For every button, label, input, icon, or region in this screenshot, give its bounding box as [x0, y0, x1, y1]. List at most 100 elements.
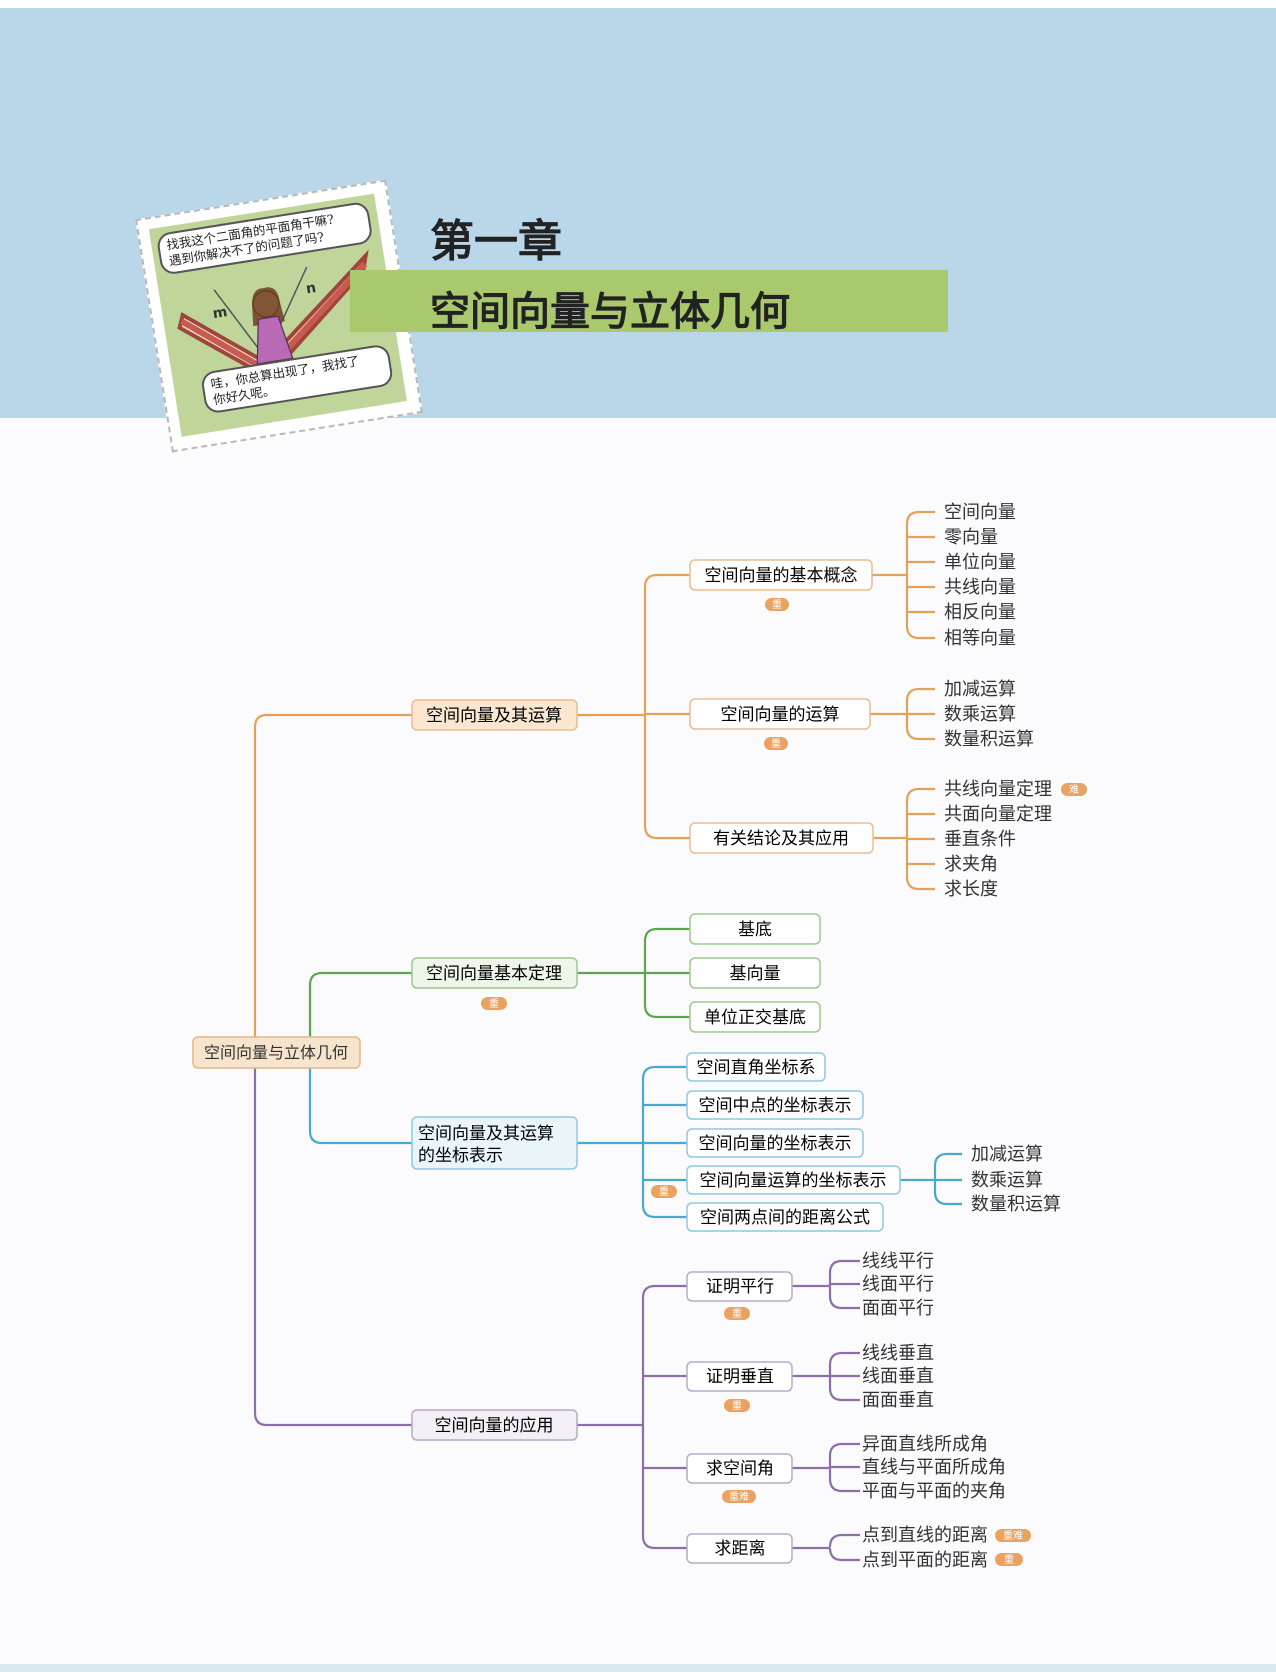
node-l1-coordinates-label-line2: 的坐标表示: [418, 1146, 503, 1166]
node-basic-concepts: 空间向量的基本概念: [689, 559, 873, 591]
badge-vector-operations: 重: [764, 737, 788, 750]
connector-root-green: [308, 971, 412, 1037]
connector-purple-c3-leaves: [792, 1442, 860, 1493]
node-prove-perpendicular-label: 证明垂直: [706, 1367, 774, 1387]
bottom-strip: [0, 1664, 1276, 1672]
connector-purple-c4-leaves: [792, 1533, 860, 1562]
leaf-zero-vector: 零向量: [944, 527, 998, 548]
node-basis-label: 基底: [738, 920, 772, 940]
node-find-angle: 求空间角: [686, 1453, 793, 1484]
badge-point-line-distance: 重难: [995, 1529, 1031, 1542]
badge-basic-theorem: 重: [481, 997, 507, 1010]
node-vector-operations: 空间向量的运算: [689, 698, 871, 730]
badge-basic-concepts-text: 重: [772, 598, 782, 611]
leaf-point-plane-distance: 点到平面的距离: [862, 1550, 988, 1571]
leaf-texts: 空间向量 零向量 单位向量 共线向量 相反向量 相等向量 加减运算 数乘运算 数…: [862, 502, 1061, 1571]
node-prove-parallel: 证明平行: [686, 1271, 793, 1302]
node-basic-concepts-label: 空间向量的基本概念: [705, 565, 858, 586]
node-conclusions: 有关结论及其应用: [689, 822, 874, 854]
leaf-add-subtract: 加减运算: [944, 679, 1016, 700]
connector-blue-spine: [577, 1065, 687, 1219]
leaf-line-plane-perpendicular: 线面垂直: [862, 1366, 934, 1387]
badge-prove-parallel-text: 重: [732, 1307, 742, 1320]
leaf-collinear-vector: 共线向量: [944, 577, 1016, 598]
node-midpoint-coords-label: 空间中点的坐标表示: [699, 1096, 852, 1116]
connector-orange-c1-leaves: [872, 510, 935, 640]
node-midpoint-coords: 空间中点的坐标表示: [686, 1090, 864, 1120]
node-distance-formula: 空间两点间的距离公式: [686, 1202, 884, 1232]
node-l1-vector-ops-label: 空间向量及其运算: [426, 706, 562, 726]
connector-orange-spine: [643, 573, 690, 840]
node-distance-formula-label: 空间两点间的距离公式: [700, 1208, 870, 1228]
node-l1-basic-theorem-label: 空间向量基本定理: [426, 964, 562, 984]
connector-purple-spine: [577, 1284, 687, 1550]
leaf-line-plane-parallel: 线面平行: [862, 1274, 934, 1295]
leaf-dot-product: 数量积运算: [944, 729, 1034, 750]
connector-orange-c3-leaves: [873, 787, 935, 891]
comic-label-m: m: [212, 304, 229, 322]
top-strip: [0, 0, 1276, 8]
badge-coordinates-text: 重: [659, 1185, 669, 1198]
node-basis-vector: 基向量: [689, 957, 821, 989]
leaf-plane-plane-perpendicular: 面面垂直: [862, 1390, 934, 1411]
leaf-coplanar-theorem: 共面向量定理: [944, 804, 1052, 825]
leaf-scalar-multiply: 数乘运算: [944, 704, 1016, 725]
leaf-perpendicular-condition: 垂直条件: [944, 829, 1016, 850]
node-vector-operations-label: 空间向量的运算: [721, 705, 840, 725]
node-orthonormal-basis: 单位正交基底: [689, 1001, 821, 1033]
badge-prove-perpendicular-text: 重: [732, 1399, 742, 1412]
node-conclusions-label: 有关结论及其应用: [713, 829, 849, 849]
leaf-collinear-theorem: 共线向量定理: [944, 779, 1052, 800]
leaf-coord-scalar-multiply: 数乘运算: [971, 1170, 1043, 1191]
leaf-line-line-parallel: 线线平行: [862, 1251, 934, 1272]
connector-root-blue: [308, 1068, 412, 1145]
leaf-line-line-perpendicular: 线线垂直: [862, 1343, 934, 1364]
connector-orange-c2-leaves: [870, 687, 935, 741]
node-vector-coords: 空间向量的坐标表示: [686, 1128, 864, 1158]
connector-root-purple: [253, 1068, 412, 1427]
badge-point-line-distance-text: 重难: [1003, 1529, 1023, 1542]
leaf-plane-plane-parallel: 面面平行: [862, 1298, 934, 1319]
node-l1-coordinates-label-line1: 空间向量及其运算: [418, 1124, 554, 1144]
comic-ray-m: [213, 289, 266, 359]
badge-coordinates: 重: [651, 1185, 677, 1198]
node-coordinate-system-label: 空间直角坐标系: [697, 1058, 816, 1078]
leaf-point-line-distance: 点到直线的距离: [862, 1525, 988, 1546]
connector-purple-c2-leaves: [792, 1351, 860, 1402]
badge-collinear-theorem: 难: [1061, 783, 1087, 796]
root-node: 空间向量与立体几何: [192, 1036, 361, 1069]
badge-point-plane-distance: 重: [995, 1553, 1023, 1566]
leaf-unit-vector: 单位向量: [944, 552, 1016, 573]
comic-label-n: n: [305, 280, 317, 297]
leaf-line-plane-angle: 直线与平面所成角: [862, 1457, 1006, 1478]
leaf-coord-dot-product: 数量积运算: [971, 1194, 1061, 1215]
chapter-heading: 第一章: [430, 216, 562, 267]
node-l1-applications: 空间向量的应用: [411, 1409, 578, 1441]
badge-vector-operations-text: 重: [771, 737, 781, 750]
badge-point-plane-distance-text: 重: [1004, 1553, 1014, 1566]
badge-prove-perpendicular: 重: [724, 1399, 750, 1412]
leaf-space-vector: 空间向量: [944, 502, 1016, 523]
leaf-coord-add-subtract: 加减运算: [971, 1144, 1043, 1165]
leaf-plane-plane-angle: 平面与平面的夹角: [862, 1481, 1006, 1502]
badges: 重 重 难 重 重 重 重 重难 重难 重: [481, 598, 1087, 1566]
connector-root-orange: [253, 713, 412, 1037]
node-operation-coords-label: 空间向量运算的坐标表示: [700, 1171, 887, 1191]
title-bar: 空间向量与立体几何: [350, 270, 948, 335]
leaf-skew-lines-angle: 异面直线所成角: [862, 1434, 988, 1455]
node-coordinate-system: 空间直角坐标系: [686, 1052, 826, 1082]
node-vector-coords-label: 空间向量的坐标表示: [699, 1134, 852, 1154]
node-prove-parallel-label: 证明平行: [706, 1277, 774, 1297]
connector-purple-c1-leaves: [792, 1259, 860, 1310]
node-l1-coordinates: 空间向量及其运算 的坐标表示: [411, 1116, 578, 1170]
node-find-distance-label: 求距离: [715, 1539, 766, 1559]
badge-find-angle: 重难: [722, 1490, 756, 1503]
node-basis-vector-label: 基向量: [730, 964, 781, 984]
connectors: [253, 510, 962, 1562]
node-l1-vector-ops: 空间向量及其运算: [411, 699, 578, 731]
node-find-distance: 求距离: [686, 1533, 793, 1564]
leaf-find-included-angle: 求夹角: [944, 854, 998, 875]
node-operation-coords: 空间向量运算的坐标表示: [686, 1165, 901, 1195]
connector-green-spine: [577, 927, 690, 1019]
